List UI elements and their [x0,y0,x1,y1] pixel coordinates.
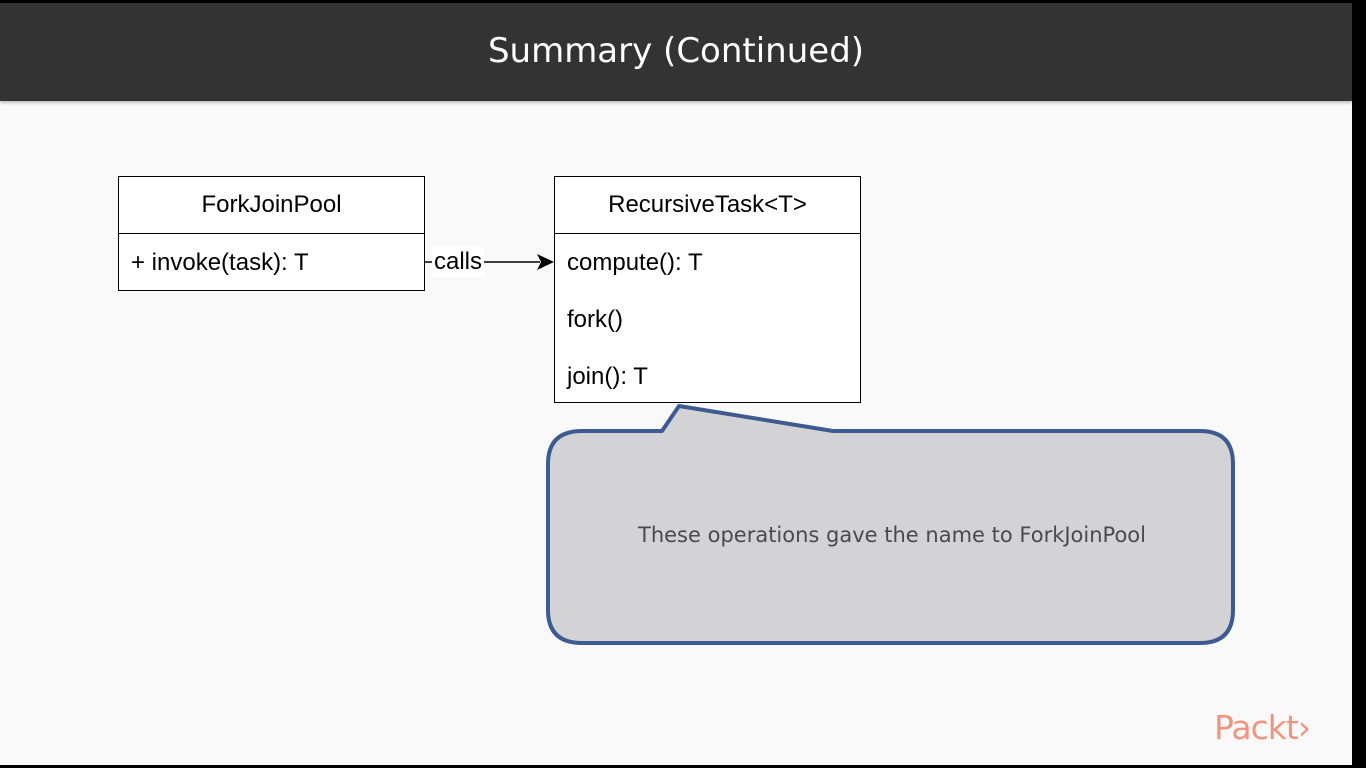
recursivetask-class: RecursiveTask<T> compute(): T fork() joi… [554,176,861,403]
recursivetask-class-name: RecursiveTask<T> [555,177,860,234]
slide-title: Summary (Continued) [487,31,865,71]
title-bar: Summary (Continued) [0,3,1352,101]
compute-method: compute(): T [567,249,703,276]
callout-bubble [546,404,1235,645]
calls-label: calls [432,247,485,277]
arrowhead-icon [537,254,554,270]
diagram-canvas [425,254,1235,645]
packt-logo: Packt› [1214,708,1311,747]
join-method: join(): T [567,363,648,390]
slide: Summary (Continued) ForkJoinPool + invok… [0,3,1352,765]
invoke-method: + invoke(task): T [131,249,309,276]
forkjoinpool-class-name: ForkJoinPool [119,177,424,234]
forkjoinpool-class: ForkJoinPool + invoke(task): T [118,176,425,291]
fork-method: fork() [567,306,623,333]
callout-text: These operations gave the name to ForkJo… [638,523,1146,547]
